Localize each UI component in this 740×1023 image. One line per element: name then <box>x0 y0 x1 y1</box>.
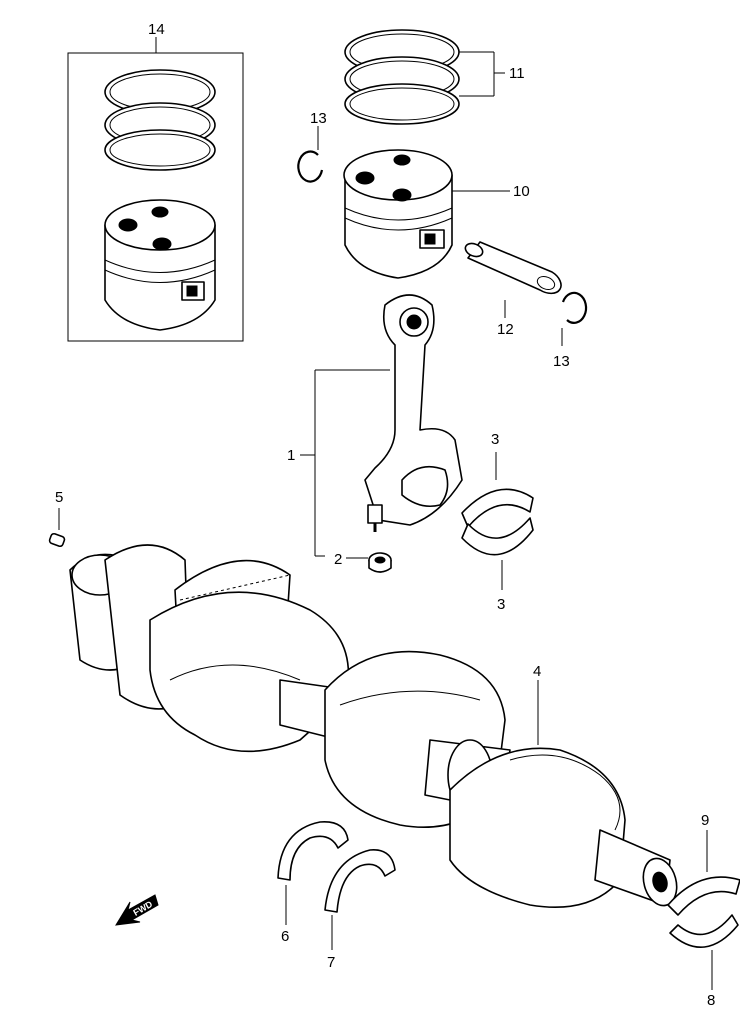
conrod-bearing-lower <box>461 517 534 590</box>
piston-rings <box>344 29 505 125</box>
callout-4: 4 <box>533 663 541 680</box>
piston-pin <box>464 241 562 318</box>
dowel-pin <box>48 508 66 548</box>
callout-11: 11 <box>509 65 525 82</box>
thrust-washer-7 <box>324 849 396 950</box>
conrod-bearing-upper <box>461 452 534 528</box>
callout-9: 9 <box>701 812 709 829</box>
callout-3-upper: 3 <box>491 431 499 448</box>
callout-8: 8 <box>707 992 715 1009</box>
crankshaft <box>69 544 678 908</box>
conrod-nut <box>315 552 392 573</box>
callout-10: 10 <box>513 183 530 200</box>
callout-7: 7 <box>327 954 335 971</box>
piston <box>343 149 510 279</box>
callout-1: 1 <box>287 447 295 464</box>
callout-6: 6 <box>281 928 289 945</box>
circlip-lower <box>561 291 588 346</box>
forward-direction-arrow: FWD <box>115 894 159 926</box>
piston-set-box <box>67 37 244 342</box>
callout-13-lower: 13 <box>553 353 570 370</box>
main-bearing-8 <box>669 914 739 990</box>
main-bearing-9 <box>667 830 740 916</box>
callout-3-lower: 3 <box>497 596 505 613</box>
callout-13-upper: 13 <box>310 110 327 127</box>
callout-2: 2 <box>334 551 342 568</box>
circlip-upper <box>297 126 324 183</box>
callout-5: 5 <box>55 489 63 506</box>
connecting-rod <box>300 294 463 556</box>
callout-14: 14 <box>148 21 165 38</box>
thrust-washer-6 <box>277 821 349 925</box>
callout-12: 12 <box>497 321 514 338</box>
